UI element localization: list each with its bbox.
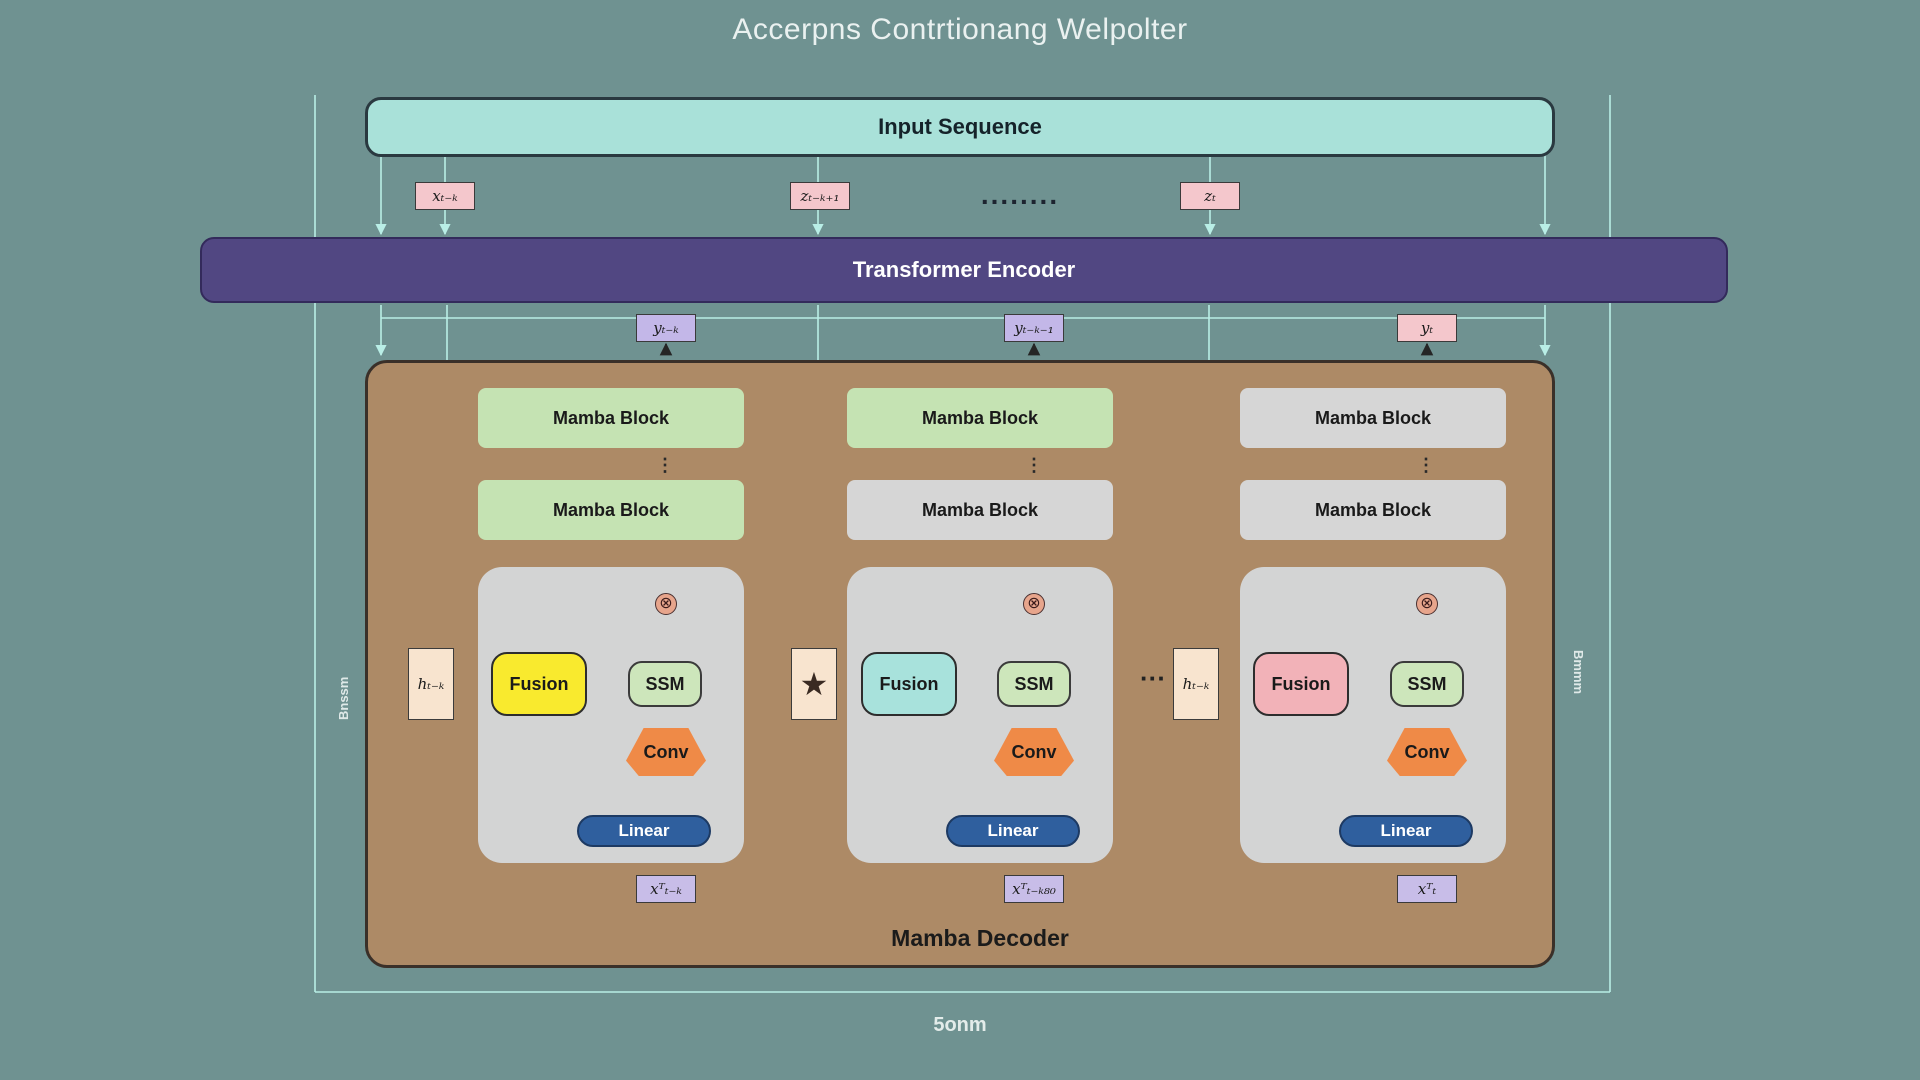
output-token-chip: yₜ₋ₖ [636,314,696,342]
linear-node: Linear [946,815,1080,847]
mamba-block: Mamba Block [478,388,744,448]
decoder-input-token-chip: xᵀₜ₋ₖ [636,875,696,903]
hidden-state-box: hₜ₋ₖ [408,648,454,720]
conv-node: Conv [1387,728,1467,776]
multiply-icon: ⊗ [1023,593,1045,615]
ssm-node: SSM [628,661,702,707]
decoder-input-token-chip: xᵀₜ₋ₖ₈₀ [1004,875,1064,903]
token-ellipsis: ........ [980,179,1060,210]
mamba-block: Mamba Block [1240,388,1506,448]
hidden-state-box: hₜ₋ₖ [1173,648,1219,720]
conv-node: Conv [994,728,1074,776]
decoder-input-token-chip: xᵀₜ [1397,875,1457,903]
page-title: Accerpns Contrtionang Welpolter [732,13,1188,46]
vertical-dots: ⋮ [1025,454,1043,475]
star-icon: ★ [791,648,837,720]
vertical-dots: ⋮ [1417,454,1435,475]
output-token-chip: yₜ [1397,314,1457,342]
conv-node: Conv [626,728,706,776]
input-token-chip: xₜ₋ₖ [415,182,475,210]
linear-node: Linear [577,815,711,847]
multiply-icon: ⊗ [1416,593,1438,615]
input-sequence-box: Input Sequence [365,97,1555,157]
linear-node: Linear [1339,815,1473,847]
mamba-block: Mamba Block [1240,480,1506,540]
input-token-chip: zₜ [1180,182,1240,210]
mamba-block: Mamba Block [847,480,1113,540]
output-token-chip: yₜ₋ₖ₋₁ [1004,314,1064,342]
fusion-node: Fusion [491,652,587,716]
transformer-encoder-bar: Transformer Encoder [200,237,1728,303]
mamba-decoder-label: Mamba Decoder [891,924,1069,951]
ssm-node: SSM [1390,661,1464,707]
input-token-chip: zₜ₋ₖ₊₁ [790,182,850,210]
multiply-icon: ⊗ [655,593,677,615]
right-side-label: Bmmm [1571,650,1586,695]
mamba-block: Mamba Block [847,388,1113,448]
vertical-dots: ⋮ [656,454,674,475]
left-side-label: Bnssm [336,676,351,720]
fusion-node: Fusion [861,652,957,716]
sequence-ellipsis: ··· [1140,662,1166,693]
ssm-node: SSM [997,661,1071,707]
mamba-block: Mamba Block [478,480,744,540]
footer-label: 5onm [933,1013,987,1036]
fusion-node: Fusion [1253,652,1349,716]
